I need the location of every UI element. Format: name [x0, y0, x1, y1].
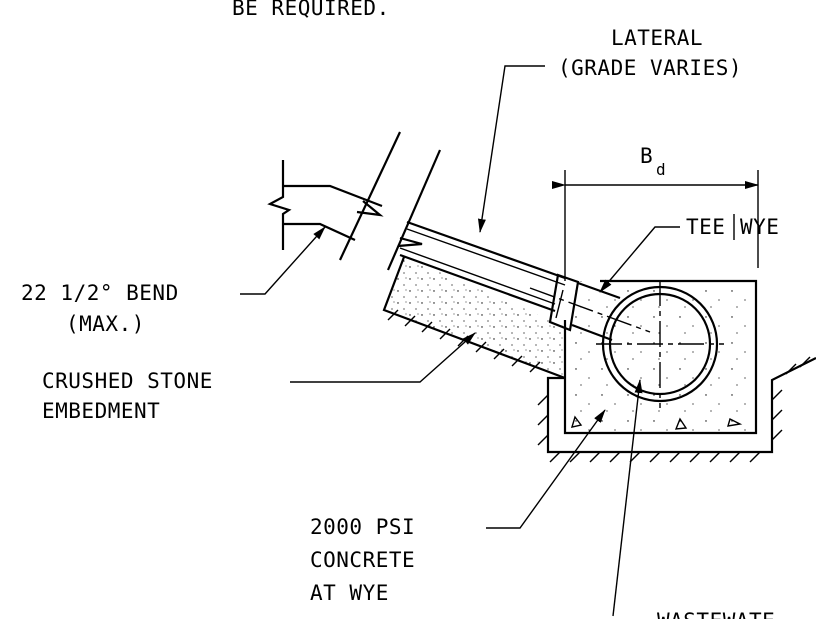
- psi-label: 2000 PSI: [310, 515, 415, 539]
- embedment-label: EMBEDMENT: [42, 399, 160, 423]
- wastewater-label: WASTEWATE: [657, 609, 775, 619]
- annotation-labels: LATERAL (GRADE VARIES) TEE WYE 22 1/2° B…: [21, 26, 779, 619]
- main-sewer-pipe: [596, 280, 724, 408]
- leaders: [240, 65, 680, 617]
- bd-label: B: [640, 144, 653, 168]
- trench-ground: [537, 356, 816, 463]
- tee-label: TEE: [686, 215, 725, 239]
- bd-subscript: d: [656, 160, 666, 179]
- bend-max-label: (MAX.): [66, 312, 145, 336]
- grade-varies-label: (GRADE VARIES): [558, 56, 742, 80]
- at-wye-label: AT WYE: [310, 581, 389, 605]
- top-note-text: BE REQUIRED.: [232, 0, 390, 20]
- crushed-stone-label: CRUSHED STONE: [42, 369, 213, 393]
- crushed-stone-embedment: [382, 256, 566, 380]
- bd-dimension: B d: [552, 144, 759, 281]
- bend-label: 22 1/2° BEND: [21, 281, 179, 305]
- wye-label: WYE: [740, 215, 779, 239]
- upstream-pipe: [267, 131, 442, 271]
- concrete-label: CONCRETE: [310, 548, 415, 572]
- lateral-label: LATERAL: [611, 26, 703, 50]
